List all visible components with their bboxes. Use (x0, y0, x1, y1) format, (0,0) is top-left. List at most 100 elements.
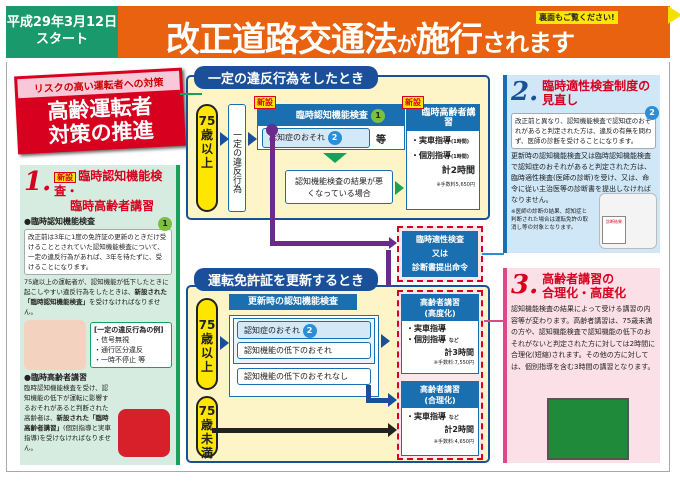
new-badge: 新設 (402, 96, 424, 109)
risk-title-card: リスクの高い運転者への対策 高齢運転者 対策の推進 (14, 67, 186, 155)
point-badge: 2 (645, 106, 659, 120)
temp-exam-box: 臨時認知機能検査 1 認知症のおそれ 2 等 (257, 104, 405, 150)
course-title: 高齢者講習 (420, 385, 460, 394)
paragraph: 認知機能検査の結果によって受ける講習の内容等が変わります。高齢者講習は、75歳未… (511, 305, 656, 371)
course-item: ・個別指導 (411, 151, 451, 160)
point-badge: 2 (302, 324, 317, 338)
section-number: 3. (511, 270, 539, 300)
course-fee: ※手数料5,650円 (436, 182, 475, 188)
violation-flow-title: 一定の違反行為をしたとき (194, 66, 379, 89)
course-hours: (1時間) (451, 154, 470, 160)
arrow-icon (220, 336, 229, 350)
start-label: スタート (35, 32, 88, 47)
subheading: ●臨時認知機能検査 (24, 217, 95, 226)
arrow-icon (668, 6, 680, 24)
path-dot (266, 124, 278, 136)
connector-line (482, 253, 504, 255)
arrow-icon (248, 132, 257, 146)
lecture-illustration (547, 398, 629, 460)
path-line (212, 428, 390, 433)
temp-exam-title: 臨時認知機能検査 (295, 111, 368, 121)
title-banner: 改正道路交通法が施行されます 裏面もご覧ください! (118, 6, 680, 61)
etc-label: 等 (376, 134, 386, 146)
course-subtitle: (合理化) (424, 396, 456, 405)
arrow-icon (388, 423, 397, 437)
result-decline: 認知機能の低下のおそれ (237, 342, 371, 359)
arrow-icon (381, 334, 390, 348)
example-item: ・信号無視 (94, 336, 129, 344)
example-item: ・通行区分違反 (94, 346, 143, 354)
worse-result-label: 認知機能検査の結果が悪くなっている場合 (285, 170, 393, 204)
text: を受けなければなりません。 (24, 298, 161, 316)
section-number: 2. (511, 77, 539, 107)
course-total: 計3時間 (444, 348, 474, 357)
temp-course-title: 臨時高齢者講習 (407, 105, 479, 131)
path-line (366, 398, 388, 403)
age-75-plus: 75歳以上 (196, 298, 218, 390)
result-label: 認知症のおそれ (244, 326, 300, 335)
diagnosis-document: 診断結果 (602, 216, 626, 244)
path-line (270, 241, 390, 246)
rational-course-box: 高齢者講習(合理化) ・実車指導 など 計2時間 ※手数料:4,650円 (401, 381, 479, 456)
advanced-course-box: 高齢者講習(高度化) ・実車指導 ・個別指導 など 計3時間 ※手数料:7,55… (401, 294, 479, 374)
order-box: 臨時適性検査 又は 診断書提出命令 (397, 226, 483, 282)
etc-label: など (448, 338, 459, 344)
back-note: 裏面もご覧ください! (536, 11, 618, 24)
section-title-2: 合理化・高度化 (542, 286, 627, 300)
footnote: ※医師の診断の結果、認知症と判断された場合は運転免許の取消し等の対象となります。 (511, 209, 589, 231)
connector-line (484, 320, 504, 322)
text: 臨時認知機能検査を受け、認知機能の低下が運転に影響するおそれがあると判断された高… (24, 384, 109, 422)
etc-label: など (448, 415, 459, 421)
arrow-icon (395, 181, 404, 195)
course-fee: ※手数料:7,550円 (433, 360, 474, 366)
path-line (366, 385, 371, 402)
path-line (270, 128, 275, 246)
arrow-icon (388, 393, 397, 407)
doctor-illustration: 診断結果 (599, 193, 657, 249)
section-number: 1. (24, 167, 52, 197)
violation-label: 一定の違反行為 (228, 104, 246, 212)
car-illustration (118, 409, 170, 457)
paragraph: 臨時認知機能検査を受け、認知機能の低下が運転に影響するおそれがあると判断された高… (24, 383, 114, 453)
renewal-exam-title: 更新時の認知機能検査 (229, 294, 357, 310)
down-arrow-icon (323, 153, 347, 163)
example-title: [一定の違反行為の例] (94, 326, 164, 334)
text: 75歳以上の運転者が、認知機能が低下したときに起こしやすい違反行為をしたときは、 (24, 278, 169, 296)
new-badge: 新設 (254, 96, 276, 109)
course-item: ・実車指導 (406, 412, 446, 421)
course-item: ・個別指導 (406, 335, 446, 344)
start-date-banner: 平成29年3月12日スタート (6, 6, 118, 58)
age-under-75: 75歳未満 (196, 396, 218, 460)
section-title-2: 臨時高齢者講習 (70, 199, 155, 213)
point-badge: 2 (327, 131, 342, 145)
title-b: が (397, 32, 417, 56)
text-bold: 新設された「臨時高齢者講習」 (24, 414, 109, 432)
paragraph: 75歳以上の運転者が、認知機能が低下したときに起こしやすい違反行為をしたときは、… (24, 277, 172, 317)
course-item: ・実車指導 (406, 324, 446, 333)
result-no-decline: 認知機能の低下のおそれなし (237, 368, 371, 385)
subheading: ●臨時高齢者講習 (24, 373, 87, 382)
renewal-flow-title: 運転免許証を更新するとき (194, 268, 379, 291)
elderly-writing-illustration (24, 320, 86, 370)
order-line: 臨時適性検査 (416, 235, 464, 244)
result-dementia: 認知症のおそれ 2 (237, 321, 371, 339)
order-line: 又は (432, 249, 448, 258)
page-title: 改正道路交通法が施行されます (166, 12, 575, 61)
paragraph: 更新時の認知機能検査又は臨時認知機能検査で認知症のおそれがあると判定された方は、… (511, 152, 651, 204)
course-total: 計2時間 (444, 425, 474, 434)
title-d: されます (482, 29, 575, 57)
text: (個別指導と実車指導)を受けなければなりません。 (24, 424, 112, 452)
point-badge: 1 (158, 217, 172, 231)
date: 平成29年3月12日 (6, 15, 118, 30)
section-2: 2.臨時適性検査制度の見直し 改正前と異なり、認知機能検査で認知症のおそれがある… (503, 75, 660, 253)
note-box: 改正前は3年に1度の免許証の更新のときだけ受けることとされていた認知機能検査につ… (24, 229, 172, 275)
text-bold: 新設された「臨時認知機能検査」 (24, 288, 167, 306)
section-title-1: 高齢者講習の (542, 272, 615, 286)
point-badge: 1 (371, 109, 386, 123)
note-box: 改正前と異なり、認知機能検査で認知症のおそれがあると判定された方は、違反の有無を… (515, 117, 652, 145)
example-item: ・一時不停止 等 (94, 356, 146, 364)
course-item: ・実車指導 (411, 136, 451, 145)
section-3: 3.高齢者講習の合理化・高度化 認知機能検査の結果によって受ける講習の内容等が変… (503, 268, 660, 463)
course-hours: (1時間) (451, 139, 470, 145)
section-title-1: 臨時適性検査制度の (542, 79, 651, 93)
